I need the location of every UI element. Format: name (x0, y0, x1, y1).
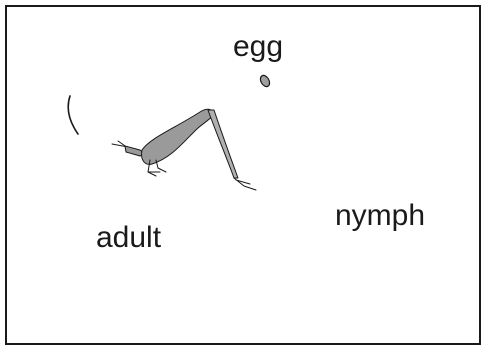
adult-insect (111, 108, 257, 191)
label-egg: egg (233, 30, 284, 63)
egg-shape (259, 74, 271, 88)
insect-body (141, 108, 215, 165)
diagram-frame (5, 5, 481, 345)
insect-foot (233, 177, 257, 191)
life-cycle-illustration (67, 74, 271, 191)
insect-front-leg (147, 159, 167, 177)
label-adult: adult (96, 221, 162, 254)
label-nymph: nymph (335, 199, 426, 232)
insect-hind-leg (207, 109, 239, 179)
cycle-arrow-arc (67, 95, 79, 135)
